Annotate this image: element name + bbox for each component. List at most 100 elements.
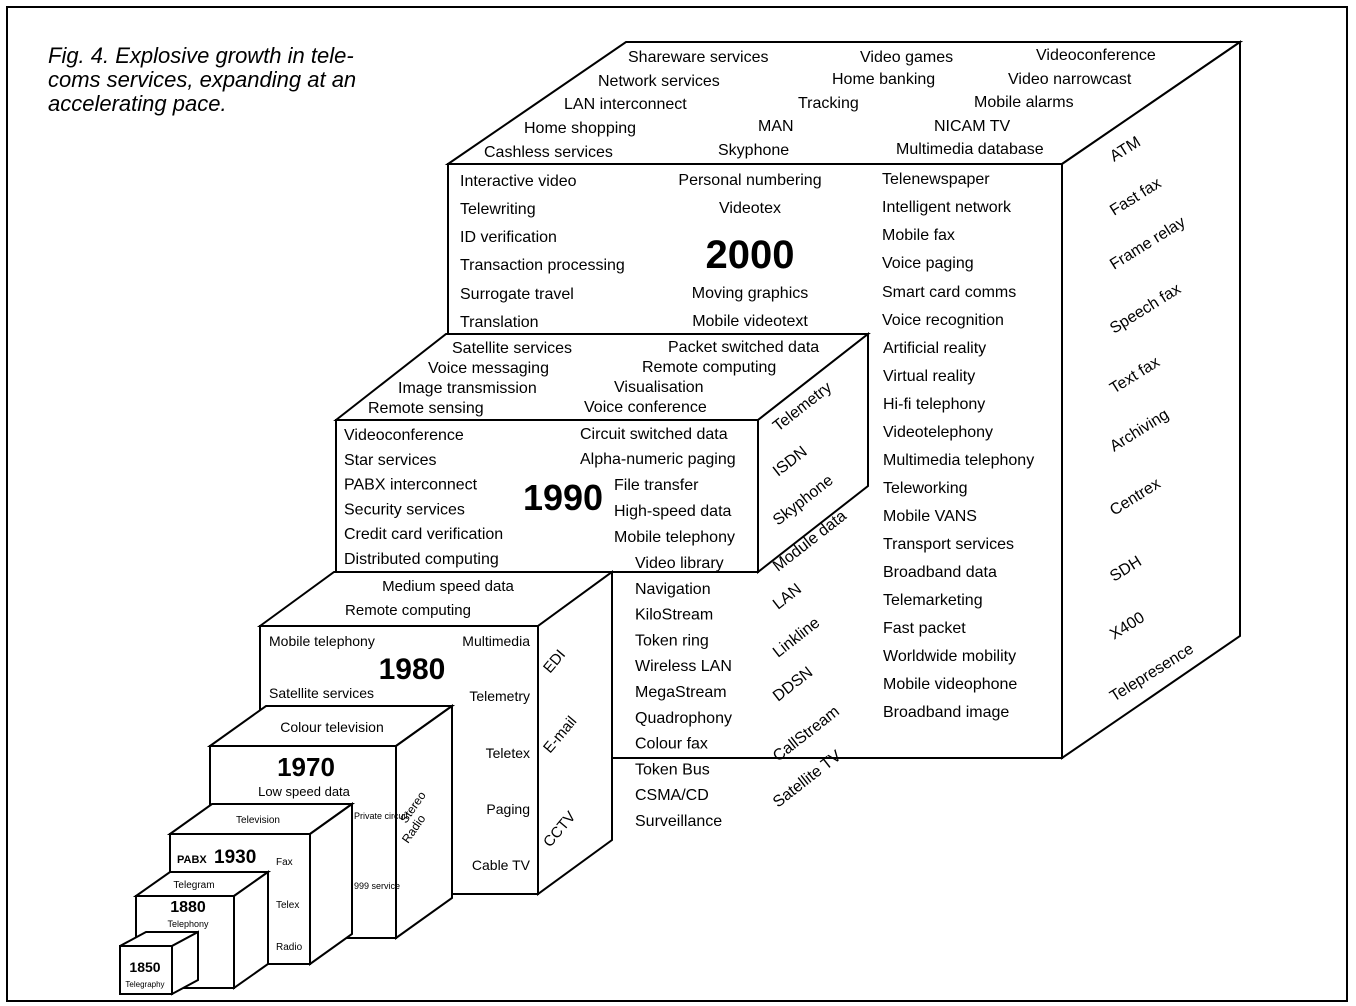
caption-line: Fig. 4. Explosive growth in tele- bbox=[48, 43, 354, 68]
service-label: Mobile telephony bbox=[614, 529, 735, 546]
cube-1930-side-face bbox=[309, 802, 353, 966]
service-label: Security services bbox=[344, 501, 465, 518]
service-label: Videoconference bbox=[344, 427, 464, 444]
service-label: Circuit switched data bbox=[580, 426, 728, 443]
service-label: Worldwide mobility bbox=[883, 648, 1016, 665]
year-label: 1850 bbox=[129, 959, 160, 975]
service-label: Home banking bbox=[832, 71, 935, 88]
year-label: 2000 bbox=[706, 233, 795, 277]
service-label: Translation bbox=[460, 314, 539, 331]
service-label: Visualisation bbox=[614, 379, 704, 396]
service-label: Mobile VANS bbox=[883, 508, 977, 525]
service-label: Private circuit bbox=[354, 811, 409, 821]
service-label: Packet switched data bbox=[668, 339, 819, 356]
service-label: Mobile alarms bbox=[974, 94, 1074, 111]
service-label: Quadrophony bbox=[635, 710, 732, 727]
service-label: Cable TV bbox=[472, 857, 531, 873]
service-label: Remote computing bbox=[642, 359, 776, 376]
service-label: Multimedia database bbox=[896, 141, 1044, 158]
service-label: 999 service bbox=[354, 881, 400, 891]
service-label: Distributed computing bbox=[344, 551, 499, 568]
caption-line: accelerating pace. bbox=[48, 91, 227, 116]
service-label: LAN interconnect bbox=[564, 96, 687, 113]
service-label: Telex bbox=[276, 900, 299, 911]
service-label: Colour television bbox=[280, 719, 384, 735]
service-label: MegaStream bbox=[635, 684, 727, 701]
service-label: Home shopping bbox=[524, 120, 636, 137]
service-label: Hi-fi telephony bbox=[883, 396, 985, 413]
service-label: Paging bbox=[486, 801, 530, 817]
service-label: Voice conference bbox=[584, 399, 707, 416]
cube-1970-side-face bbox=[395, 704, 453, 940]
service-label: Shareware services bbox=[628, 49, 769, 66]
service-label: Teleworking bbox=[883, 480, 967, 497]
service-label: Telemetry bbox=[469, 688, 530, 704]
service-label: Voice recognition bbox=[882, 312, 1004, 329]
year-label: 1980 bbox=[379, 653, 446, 686]
service-label: Broadband image bbox=[883, 704, 1009, 721]
year-label: 1990 bbox=[523, 477, 603, 518]
service-label: Telegraphy bbox=[125, 980, 164, 989]
service-label: High-speed data bbox=[614, 503, 732, 520]
service-label: Mobile fax bbox=[882, 227, 955, 244]
service-label: Network services bbox=[598, 73, 720, 90]
service-label: Transaction processing bbox=[460, 257, 625, 274]
service-label: Remote computing bbox=[345, 602, 471, 619]
service-label: ID verification bbox=[460, 229, 557, 246]
service-label: Fast packet bbox=[883, 620, 966, 637]
year-label: 1930 bbox=[214, 847, 256, 868]
service-label: Fax bbox=[276, 857, 293, 868]
service-label: Intelligent network bbox=[882, 199, 1012, 216]
service-label: Interactive video bbox=[460, 173, 577, 190]
service-label: Telemarketing bbox=[883, 592, 983, 609]
service-label: KiloStream bbox=[635, 607, 713, 624]
caption-line: coms services, expanding at an bbox=[48, 67, 357, 92]
figure-caption: Fig. 4. Explosive growth in tele- coms s… bbox=[48, 44, 408, 116]
service-label: Artificial reality bbox=[883, 340, 986, 357]
service-label: Voice paging bbox=[882, 255, 974, 272]
service-label: Low speed data bbox=[258, 784, 351, 799]
service-label: Broadband data bbox=[883, 564, 997, 581]
service-label: File transfer bbox=[614, 477, 699, 494]
service-label: Mobile videotext bbox=[692, 313, 808, 330]
service-label: Token Bus bbox=[635, 761, 710, 778]
service-label: Voice messaging bbox=[428, 360, 549, 377]
service-label: Remote sensing bbox=[368, 400, 484, 417]
service-label: Tracking bbox=[798, 95, 859, 112]
service-label: NICAM TV bbox=[934, 118, 1010, 135]
service-label: Telewriting bbox=[460, 201, 536, 218]
service-label: Surrogate travel bbox=[460, 286, 574, 303]
service-label: Image transmission bbox=[398, 380, 537, 397]
service-label: Navigation bbox=[635, 581, 711, 598]
service-label: Radio bbox=[276, 942, 303, 953]
service-label: Videotelephony bbox=[883, 424, 993, 441]
service-label: Video games bbox=[860, 49, 953, 66]
service-label: Token ring bbox=[635, 632, 709, 649]
service-label: Multimedia telephony bbox=[883, 452, 1034, 469]
cube-1990-side-face bbox=[757, 331, 869, 575]
year-label: 1880 bbox=[170, 899, 206, 916]
service-label: Television bbox=[236, 815, 280, 826]
service-label: Telephony bbox=[167, 919, 209, 929]
service-label: Moving graphics bbox=[692, 285, 809, 302]
cube-2000-side-face bbox=[1061, 40, 1241, 760]
service-label: Multimedia bbox=[462, 633, 530, 649]
figure-frame: Fig. 4. Explosive growth in tele- coms s… bbox=[6, 6, 1348, 1002]
year-label: 1970 bbox=[277, 752, 335, 782]
service-label: Satellite services bbox=[452, 340, 572, 357]
service-label: Mobile telephony bbox=[269, 633, 375, 649]
service-label: Cashless services bbox=[484, 144, 613, 161]
cube-outlines bbox=[119, 40, 1244, 996]
service-label: MAN bbox=[758, 118, 794, 135]
service-label: Star services bbox=[344, 452, 436, 469]
service-label: Telenewspaper bbox=[882, 171, 990, 188]
service-label: Smart card comms bbox=[882, 284, 1016, 301]
service-label: Telegram bbox=[173, 880, 214, 891]
service-label: Skyphone bbox=[718, 142, 789, 159]
service-label: Credit card verification bbox=[344, 526, 503, 543]
service-label: Videoconference bbox=[1036, 47, 1156, 64]
service-label: Video narrowcast bbox=[1008, 71, 1132, 88]
service-label: Video library bbox=[635, 555, 724, 572]
service-label: Mobile videophone bbox=[883, 676, 1017, 693]
